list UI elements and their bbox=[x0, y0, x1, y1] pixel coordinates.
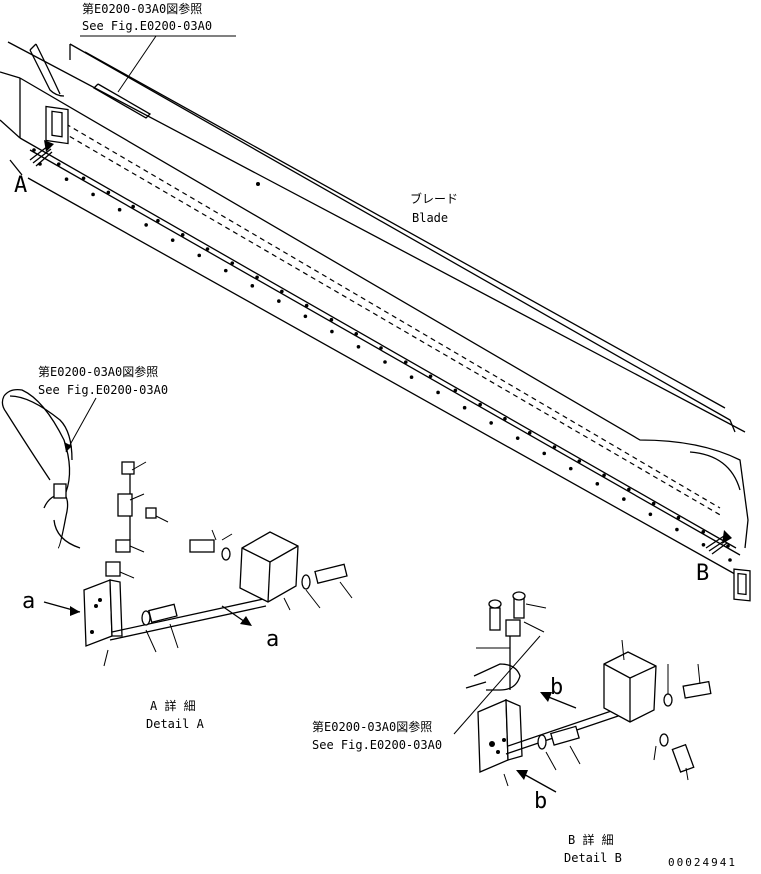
bolt-hole bbox=[595, 482, 600, 486]
detail-a-title-jp: A 詳 細 bbox=[150, 698, 196, 713]
bolt-hole bbox=[280, 289, 284, 294]
bolt-hole bbox=[436, 390, 440, 395]
blade-bolt-holes bbox=[32, 148, 732, 562]
bolt-hole bbox=[304, 303, 309, 308]
detail-b-ref-jp: 第E0200-03A0図参照 bbox=[312, 719, 432, 734]
bolt-hole bbox=[170, 238, 175, 242]
bolt-hole bbox=[81, 176, 86, 181]
detail-a-ref-en: See Fig.E0200-03A0 bbox=[38, 383, 168, 397]
blade-label-jp: ブレード bbox=[410, 191, 458, 206]
bolt-hole bbox=[527, 431, 532, 435]
top-ref-jp: 第E0200-03A0図参照 bbox=[82, 1, 202, 16]
bolt-hole bbox=[577, 459, 582, 463]
bolt-hole bbox=[354, 332, 359, 336]
bolt-hole bbox=[277, 299, 281, 303]
bolt-hole bbox=[503, 416, 507, 421]
bolt-hole bbox=[255, 275, 259, 280]
bolt-hole bbox=[64, 177, 69, 182]
bolt-hole bbox=[156, 218, 160, 223]
bolt-hole bbox=[197, 253, 202, 258]
bolt-hole bbox=[701, 530, 706, 534]
bolt-hole bbox=[542, 451, 547, 456]
bolt-hole bbox=[453, 388, 458, 393]
bolt-hole bbox=[223, 268, 228, 273]
left-limit-switch bbox=[29, 43, 69, 145]
bolt-hole bbox=[648, 512, 653, 517]
detail-a-title-en: Detail A bbox=[146, 717, 205, 731]
bolt-hole bbox=[428, 374, 433, 379]
arrow-label-b-upper: b bbox=[550, 675, 563, 700]
bolt-hole bbox=[651, 501, 656, 506]
blade-assembly bbox=[0, 41, 749, 579]
bolt-hole bbox=[627, 487, 631, 492]
bolt-hole bbox=[701, 542, 706, 547]
view-letter-b: B bbox=[696, 561, 709, 586]
detail-b-title-en: Detail B bbox=[564, 851, 622, 865]
bolt-hole bbox=[329, 317, 334, 322]
top-ref-en: See Fig.E0200-03A0 bbox=[82, 19, 212, 33]
drawing-number: 00024941 bbox=[668, 856, 737, 869]
bolt-hole bbox=[303, 314, 308, 319]
arrow-label-b-lower: b bbox=[534, 789, 547, 814]
bolt-hole bbox=[403, 360, 408, 364]
bolt-hole bbox=[144, 223, 148, 227]
bolt-hole bbox=[489, 421, 493, 425]
bolt-hole bbox=[32, 148, 36, 152]
blade-label-en: Blade bbox=[412, 211, 448, 225]
detail-a-assembly bbox=[1, 388, 353, 667]
bolt-hole bbox=[675, 527, 679, 532]
bolt-hole bbox=[330, 329, 334, 334]
bolt-hole bbox=[568, 466, 573, 471]
bolt-hole bbox=[356, 344, 361, 349]
bolt-hole bbox=[379, 346, 383, 350]
arrow-label-a-right: a bbox=[266, 627, 279, 652]
bolt-hole bbox=[205, 247, 210, 251]
detail-b-title-jp: B 詳 細 bbox=[568, 832, 614, 847]
bolt-hole bbox=[250, 284, 255, 288]
detail-b-assembly bbox=[453, 591, 712, 793]
view-arrow-b bbox=[705, 530, 732, 555]
bolt-hole bbox=[131, 204, 135, 209]
bolt-hole bbox=[728, 558, 732, 562]
top-leader-line bbox=[117, 35, 157, 93]
bolt-hole bbox=[622, 497, 626, 501]
arrow-label-a-left: a bbox=[22, 589, 35, 614]
bolt-hole bbox=[462, 405, 467, 410]
view-arrow-a bbox=[29, 140, 54, 167]
bolt-hole bbox=[552, 445, 557, 449]
detail-b-ref-en: See Fig.E0200-03A0 bbox=[312, 738, 442, 752]
detail-a-ref-jp: 第E0200-03A0図参照 bbox=[38, 364, 158, 379]
bolt-hole bbox=[56, 162, 61, 166]
bolt-hole bbox=[409, 375, 414, 380]
bolt-hole bbox=[676, 515, 681, 520]
bolt-hole bbox=[602, 473, 606, 478]
bolt-hole bbox=[117, 207, 122, 212]
view-letter-a: A bbox=[14, 173, 27, 198]
bolt-hole bbox=[180, 233, 185, 237]
bolt-hole bbox=[383, 360, 387, 364]
bolt-hole bbox=[515, 436, 520, 440]
right-limit-switch bbox=[689, 451, 751, 602]
bolt-hole bbox=[478, 402, 482, 407]
bolt-hole bbox=[726, 544, 730, 548]
bolt-hole bbox=[230, 261, 235, 265]
bolt-hole bbox=[91, 192, 95, 197]
bolt-hole bbox=[106, 190, 111, 195]
